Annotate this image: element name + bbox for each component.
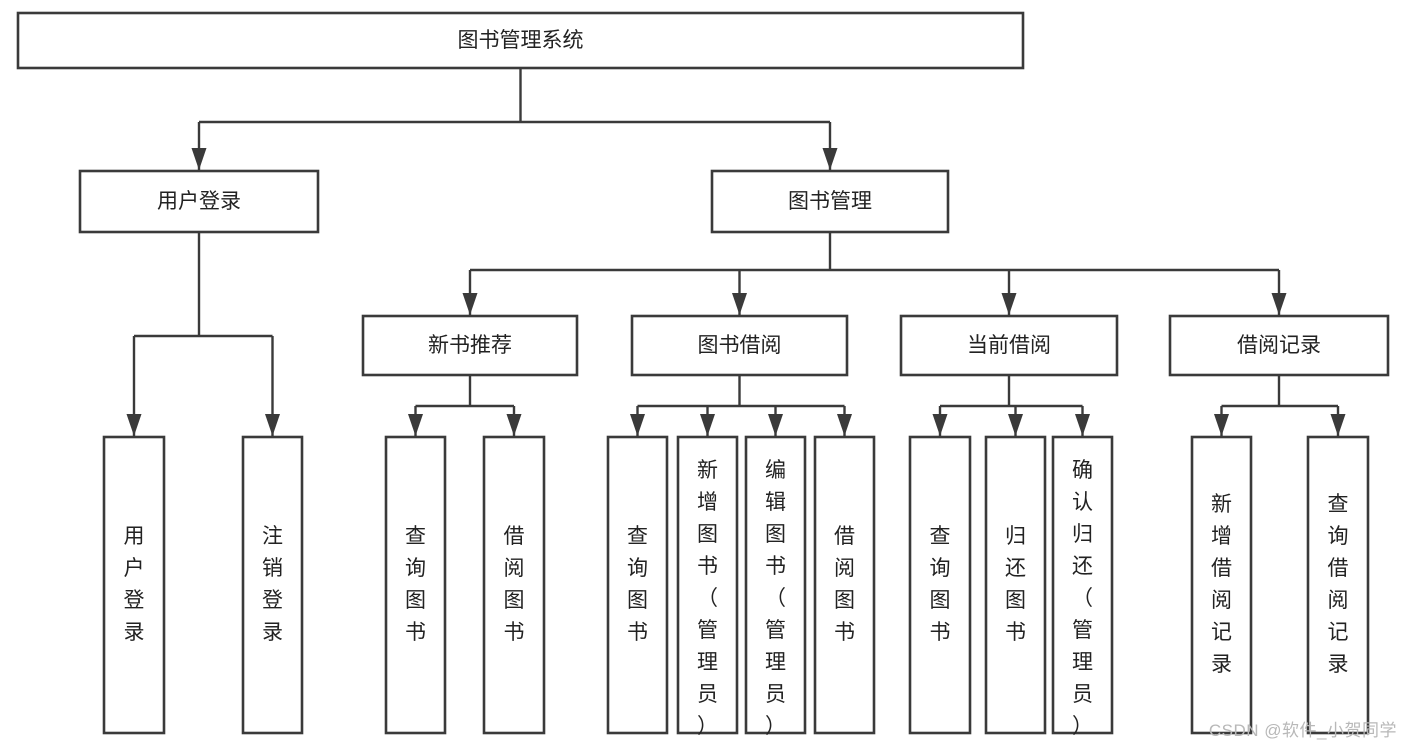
level2-node-1-label: 图书借阅	[698, 334, 782, 357]
leaf-node-11-box[interactable]	[1190, 435, 1253, 735]
leaf-node-8[interactable]: 查询图书	[908, 435, 972, 735]
leaf-node-2[interactable]: 查询图书	[384, 435, 447, 735]
leaf-node-5-box[interactable]	[676, 435, 739, 735]
leaf-node-10-box[interactable]	[1051, 435, 1114, 735]
leaf-node-9-label: 归还图书	[1005, 525, 1026, 644]
leaf-node-4-box[interactable]	[606, 435, 669, 735]
level1-node-1-box[interactable]	[710, 169, 950, 234]
level2-node-2[interactable]: 当前借阅	[899, 314, 1119, 377]
arrow-head-icon	[630, 414, 645, 436]
leaf-node-10[interactable]: 确认归还（管理员）	[1051, 435, 1114, 738]
level1-node-0-label: 用户登录	[157, 190, 241, 213]
arrow-head-icon	[506, 414, 522, 436]
leaf-node-1-box[interactable]	[241, 435, 304, 735]
arrow-head-icon	[822, 148, 838, 170]
level2-node-3-box[interactable]	[1168, 314, 1390, 377]
root-book-management-system-box[interactable]	[16, 11, 1025, 70]
leaf-node-0[interactable]: 用户登录	[102, 435, 166, 735]
leaf-node-5-label: 新增图书（管理员）	[697, 459, 718, 738]
level2-node-0-label: 新书推荐	[428, 334, 512, 357]
arrow-head-icon	[732, 293, 747, 315]
leaf-node-5[interactable]: 新增图书（管理员）	[676, 435, 739, 738]
node-boxes-layer: 图书管理系统用户登录图书管理新书推荐图书借阅当前借阅借阅记录用户登录注销登录查询…	[16, 11, 1390, 738]
level1-node-1-label: 图书管理	[788, 190, 872, 213]
leaf-node-7-label: 借阅图书	[834, 525, 855, 644]
leaf-node-8-label: 查询图书	[930, 525, 951, 644]
level2-node-2-box[interactable]	[899, 314, 1119, 377]
arrow-head-icon	[462, 293, 478, 315]
leaf-node-7-box[interactable]	[813, 435, 876, 735]
root-book-management-system[interactable]: 图书管理系统	[16, 11, 1025, 70]
connector-edges-layer	[126, 68, 1346, 436]
arrow-head-icon	[768, 414, 783, 436]
arrow-head-icon	[1001, 293, 1017, 315]
leaf-node-0-label: 用户登录	[124, 525, 145, 644]
leaf-node-6-box[interactable]	[744, 435, 807, 735]
level1-node-0[interactable]: 用户登录	[78, 169, 320, 234]
level2-node-3-label: 借阅记录	[1237, 334, 1321, 357]
level1-node-0-box[interactable]	[78, 169, 320, 234]
level2-node-0[interactable]: 新书推荐	[361, 314, 579, 377]
leaf-node-1[interactable]: 注销登录	[241, 435, 304, 735]
arrow-head-icon	[1008, 414, 1023, 436]
leaf-node-11[interactable]: 新增借阅记录	[1190, 435, 1253, 735]
leaf-node-3[interactable]: 借阅图书	[482, 435, 546, 735]
leaf-node-6[interactable]: 编辑图书（管理员）	[744, 435, 807, 738]
leaf-node-2-box[interactable]	[384, 435, 447, 735]
leaf-node-4-label: 查询图书	[627, 525, 648, 644]
leaf-node-6-label: 编辑图书（管理员）	[765, 459, 786, 738]
leaf-node-1-label: 注销登录	[262, 525, 283, 644]
arrow-head-icon	[700, 414, 715, 436]
level2-node-0-box[interactable]	[361, 314, 579, 377]
leaf-node-10-label: 确认归还（管理员）	[1072, 459, 1093, 738]
arrow-head-icon	[408, 414, 423, 436]
level2-node-1-box[interactable]	[630, 314, 849, 377]
leaf-node-11-label: 新增借阅记录	[1211, 493, 1232, 676]
leaf-node-12[interactable]: 查询借阅记录	[1306, 435, 1370, 735]
level2-node-1[interactable]: 图书借阅	[630, 314, 849, 377]
leaf-node-9-box[interactable]	[984, 435, 1047, 735]
csdn-watermark: CSDN @软件_小贺同学	[1208, 721, 1397, 740]
leaf-node-12-box[interactable]	[1306, 435, 1370, 735]
arrow-head-icon	[837, 414, 852, 436]
arrow-head-icon	[1214, 414, 1229, 436]
leaf-node-3-label: 借阅图书	[504, 525, 525, 644]
level2-node-3[interactable]: 借阅记录	[1168, 314, 1390, 377]
level2-node-2-label: 当前借阅	[967, 334, 1051, 357]
root-book-management-system-label: 图书管理系统	[458, 29, 584, 52]
leaf-node-9[interactable]: 归还图书	[984, 435, 1047, 735]
leaf-node-3-box[interactable]	[482, 435, 546, 735]
leaf-node-12-label: 查询借阅记录	[1328, 493, 1349, 676]
level1-node-1[interactable]: 图书管理	[710, 169, 950, 234]
leaf-node-2-label: 查询图书	[405, 525, 426, 644]
leaf-node-0-box[interactable]	[102, 435, 166, 735]
arrow-head-icon	[1330, 414, 1346, 436]
arrow-head-icon	[265, 414, 280, 436]
arrow-head-icon	[191, 148, 207, 170]
arrow-head-icon	[1075, 414, 1090, 436]
leaf-node-8-box[interactable]	[908, 435, 972, 735]
arrow-head-icon	[126, 414, 142, 436]
leaf-node-7[interactable]: 借阅图书	[813, 435, 876, 735]
arrow-head-icon	[1271, 293, 1287, 315]
arrow-head-icon	[932, 414, 948, 436]
leaf-node-4[interactable]: 查询图书	[606, 435, 669, 735]
